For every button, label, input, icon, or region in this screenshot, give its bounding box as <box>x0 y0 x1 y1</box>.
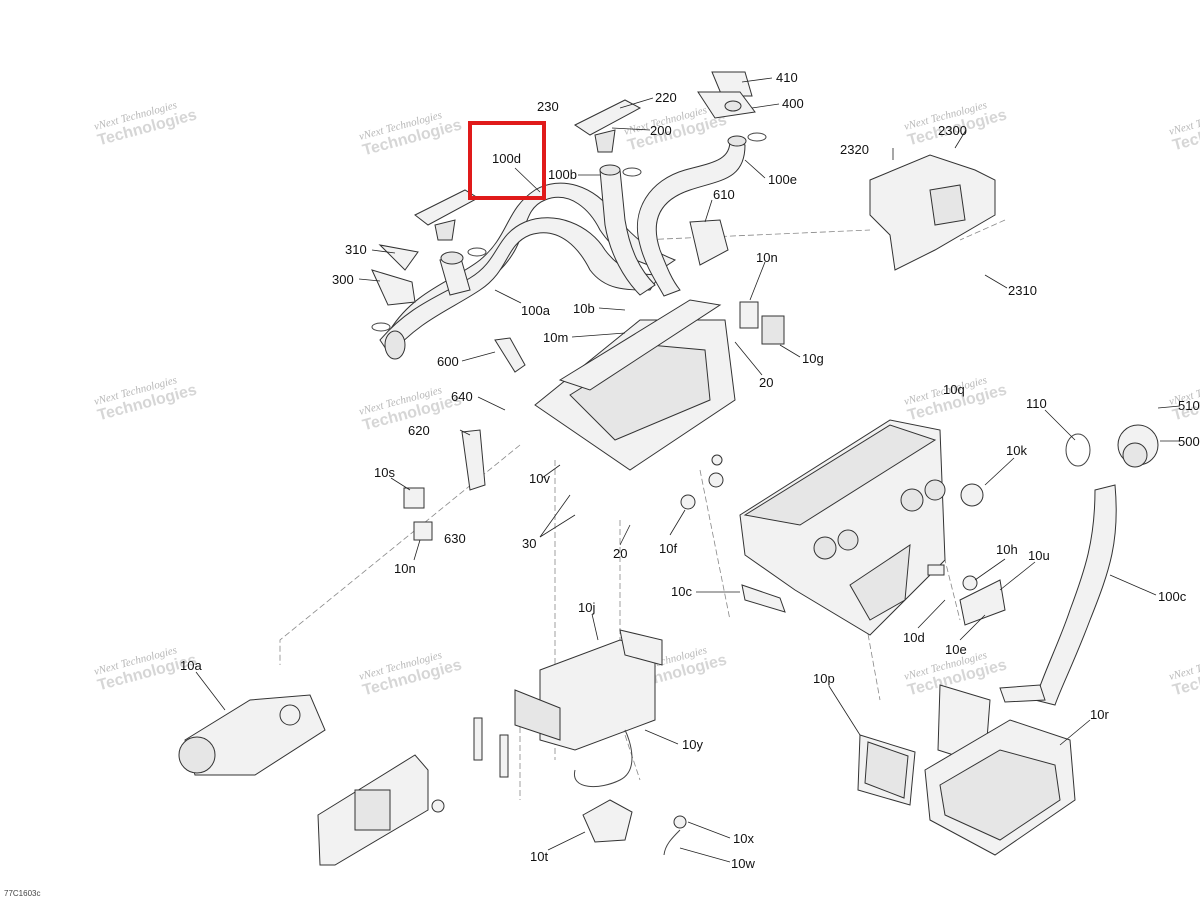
callout-10h: 10h <box>996 542 1018 557</box>
cover-10r <box>924 684 1076 856</box>
housing-frame <box>534 299 736 471</box>
callout-640: 640 <box>451 389 473 404</box>
callout-10g: 10g <box>802 351 824 366</box>
module-10g <box>739 301 785 345</box>
valve-10t <box>582 799 633 843</box>
ring-110 <box>1065 433 1091 467</box>
callout-10x: 10x <box>733 831 754 846</box>
callout-10y: 10y <box>682 737 703 752</box>
callout-10j: 10j <box>578 600 595 615</box>
bracket-300 <box>371 269 416 306</box>
callout-230: 230 <box>537 99 559 114</box>
duct-100d <box>389 182 677 347</box>
console-10q <box>739 419 984 636</box>
relay-10s <box>403 487 425 509</box>
callout-10r: 10r <box>1090 707 1109 722</box>
duct-100b <box>599 164 656 296</box>
callout-10c: 10c <box>671 584 692 599</box>
callout-20-bottom: 20 <box>613 546 627 561</box>
vent-400 <box>697 91 756 119</box>
vent-220 <box>574 99 642 153</box>
callout-100c: 100c <box>1158 589 1187 604</box>
vent-410 <box>711 71 753 97</box>
callout-10a: 10a <box>180 658 202 673</box>
leader-lines <box>195 77 1181 863</box>
callout-310: 310 <box>345 242 367 257</box>
callout-630: 630 <box>444 531 466 546</box>
heater-core-10j <box>514 629 663 788</box>
callout-100b: 100b <box>548 167 577 182</box>
callout-220: 220 <box>655 90 677 105</box>
grommets <box>680 454 724 510</box>
callout-10k: 10k <box>1006 443 1027 458</box>
bracket-620 <box>461 429 486 491</box>
duct-inlet-left <box>439 251 471 296</box>
bracket-600 <box>494 337 526 373</box>
callout-2300: 2300 <box>938 123 967 138</box>
connector-10n <box>413 521 433 541</box>
callout-400: 400 <box>782 96 804 111</box>
callout-300: 300 <box>332 272 354 287</box>
filter-10p <box>857 734 916 806</box>
callout-10w: 10w <box>731 856 755 871</box>
callout-labels: 410 400 230 220 200 100d 100b 100e 2320 … <box>180 70 1200 871</box>
callout-30: 30 <box>522 536 536 551</box>
document-code: 77C1603c <box>4 889 40 898</box>
assembly-lines <box>279 219 1006 800</box>
duct-100e <box>636 135 747 297</box>
blower-10a <box>178 694 326 776</box>
callout-100e: 100e <box>768 172 797 187</box>
callout-200: 200 <box>650 123 672 138</box>
duct-100c <box>1034 484 1117 706</box>
callout-10b: 10b <box>573 301 595 316</box>
callout-500: 500 <box>1178 434 1200 449</box>
callout-10f: 10f <box>659 541 677 556</box>
switches-10h-10u <box>927 564 1006 626</box>
callout-10s: 10s <box>374 465 395 480</box>
callout-600: 600 <box>437 354 459 369</box>
cap-500 <box>1117 424 1159 468</box>
highlight-box <box>468 121 546 200</box>
callout-10n-bottom: 10n <box>394 561 416 576</box>
callout-510: 510 <box>1178 398 1200 413</box>
callout-10u: 10u <box>1028 548 1050 563</box>
callout-10p: 10p <box>813 671 835 686</box>
panel-lower <box>317 754 445 866</box>
callout-2310: 2310 <box>1008 283 1037 298</box>
callout-10q: 10q <box>943 382 965 397</box>
strips <box>473 717 509 778</box>
callout-20-top: 20 <box>759 375 773 390</box>
callout-2320: 2320 <box>840 142 869 157</box>
callout-100a: 100a <box>521 303 551 318</box>
callout-10t: 10t <box>530 849 548 864</box>
callout-10d: 10d <box>903 630 925 645</box>
callout-10e: 10e <box>945 642 967 657</box>
callout-10v: 10v <box>529 471 550 486</box>
callout-100d: 100d <box>492 151 521 166</box>
cover-2300 <box>869 154 996 271</box>
bracket-610 <box>689 219 729 266</box>
callout-10n-top: 10n <box>756 250 778 265</box>
clamp-rings <box>371 132 767 332</box>
callout-410: 410 <box>776 70 798 85</box>
switch-10c <box>741 584 786 613</box>
callout-10m: 10m <box>543 330 568 345</box>
hoses-10x-10w <box>663 815 687 856</box>
callout-110: 110 <box>1026 396 1047 411</box>
callout-620: 620 <box>408 423 430 438</box>
callout-610: 610 <box>713 187 735 202</box>
vent-310 <box>378 244 419 271</box>
